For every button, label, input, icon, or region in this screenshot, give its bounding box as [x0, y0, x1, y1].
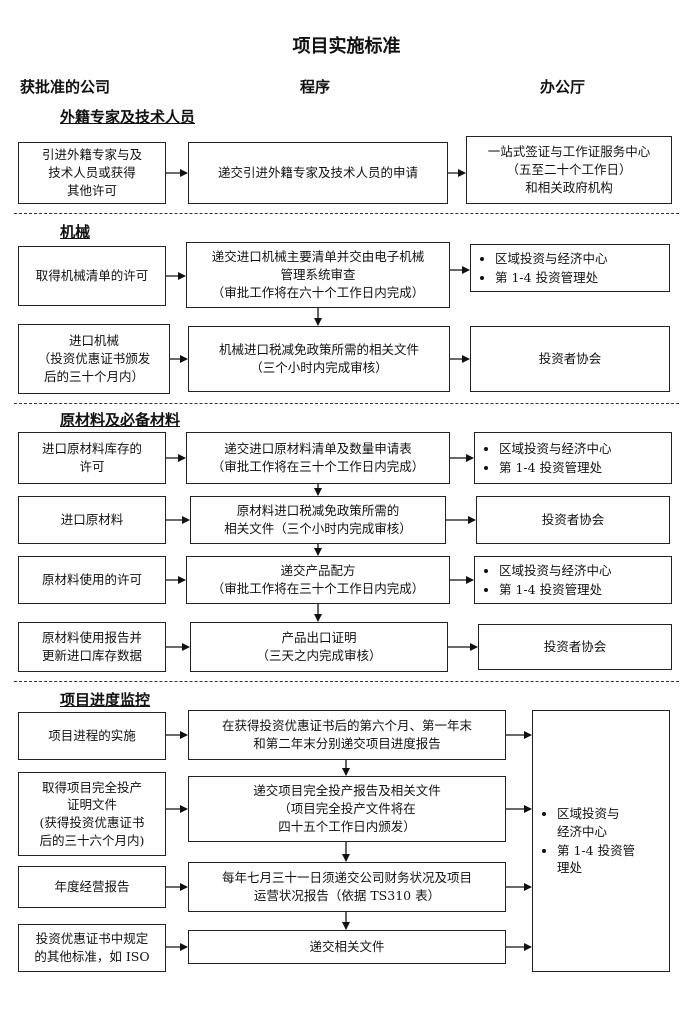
office-text: 投资者协会	[538, 351, 602, 367]
procedure-box-2: 递交进口机械主要清单并交由电子机械 管理系统审查 （审批工作将在六十个工作日内完…	[186, 242, 450, 308]
procedure-box-10: 每年七月三十一日须递交公司财务状况及项目 运营状况报告（依据 TS310 表）	[188, 862, 506, 912]
company-text: 引进外籍专家与及 技术人员或获得 其他许可	[41, 147, 142, 198]
company-box-3: 进口机械 （投资优惠证书颁发 后的三十个月内）	[18, 324, 170, 394]
company-box-4: 进口原材料库存的 许可	[18, 432, 166, 484]
procedure-box-11: 递交相关文件	[188, 930, 506, 964]
office-item: 第 1-4 投资管理处	[499, 459, 612, 477]
procedure-text: 原材料进口税减免政策所需的 相关文件（三个小时内完成审核）	[224, 503, 412, 536]
company-box-2: 取得机械清单的许可	[18, 246, 166, 306]
procedure-text: 产品出口证明 （三天之内完成审核）	[256, 630, 382, 663]
company-box-11: 投资优惠证书中规定 的其他标准，如 ISO	[18, 924, 166, 972]
section-divider	[14, 213, 679, 214]
office-item: 区域投资与 经济中心	[557, 805, 635, 841]
office-item: 第 1-4 投资管理处	[495, 269, 608, 287]
procedure-text: 每年七月三十一日须递交公司财务状况及项目 运营状况报告（依据 TS310 表）	[221, 870, 472, 903]
office-item: 区域投资与经济中心	[495, 250, 608, 268]
company-box-8: 项目进程的实施	[18, 712, 166, 760]
office-list: 区域投资与 经济中心 第 1-4 投资管 理处	[537, 804, 635, 878]
office-text: 投资者协会	[541, 512, 605, 528]
procedure-box-5: 原材料进口税减免政策所需的 相关文件（三个小时内完成审核）	[190, 496, 446, 544]
procedure-text: 递交进口原材料清单及数量申请表 （审批工作将在三十个工作日内完成）	[211, 441, 425, 474]
column-header-office: 办公厅	[540, 78, 586, 96]
office-list: 区域投资与经济中心 第 1-4 投资管理处	[479, 561, 612, 600]
section-divider	[14, 403, 679, 404]
company-box-9: 取得项目完全投产 证明文件 (获得投资优惠证书 后的三十六个月内)	[18, 772, 166, 856]
company-text: 年度经营报告	[54, 879, 130, 895]
procedure-text: 递交产品配方 （审批工作将在三十个工作日内完成）	[211, 563, 425, 596]
procedure-box-3: 机械进口税减免政策所需的相关文件 （三个小时内完成审核）	[188, 326, 450, 392]
section-title-progress-monitoring: 项目进度监控	[60, 691, 151, 709]
company-text: 项目进程的实施	[48, 728, 136, 744]
section-title-foreign-experts: 外籍专家及技术人员	[60, 108, 196, 126]
company-text: 进口原材料	[60, 512, 124, 528]
procedure-text: 递交相关文件	[309, 939, 385, 955]
office-item: 第 1-4 投资管理处	[499, 581, 612, 599]
office-item: 区域投资与经济中心	[499, 440, 612, 458]
office-box-5: 投资者协会	[476, 496, 670, 544]
procedure-box-6: 递交产品配方 （审批工作将在三十个工作日内完成）	[186, 556, 450, 604]
office-box-4: 区域投资与经济中心 第 1-4 投资管理处	[474, 432, 672, 484]
procedure-text: 递交引进外籍专家及技术人员的申请	[217, 165, 418, 181]
company-text: 原材料使用报告并 更新进口库存数据	[41, 630, 142, 663]
company-text: 投资优惠证书中规定 的其他标准，如 ISO	[34, 931, 150, 964]
section-title-machinery: 机械	[60, 223, 91, 241]
office-list: 区域投资与经济中心 第 1-4 投资管理处	[475, 249, 608, 288]
procedure-box-7: 产品出口证明 （三天之内完成审核）	[190, 622, 448, 672]
procedure-box-9: 递交项目完全投产报告及相关文件 （项目完全投产文件将在 四十五个工作日内颁发）	[188, 776, 506, 842]
office-box-7: 投资者协会	[478, 624, 672, 670]
office-text: 一站式签证与工作证服务中心 （五至二十个工作日） 和相关政府机构	[487, 144, 651, 195]
office-box-monitoring: 区域投资与 经济中心 第 1-4 投资管 理处	[532, 710, 670, 972]
office-item: 区域投资与经济中心	[499, 562, 612, 580]
procedure-box-8: 在获得投资优惠证书后的第六个月、第一年末 和第二年末分别递交项目进度报告	[188, 710, 506, 760]
company-box-1: 引进外籍专家与及 技术人员或获得 其他许可	[18, 142, 166, 204]
page-title: 项目实施标准	[292, 36, 401, 57]
company-text: 取得机械清单的许可	[35, 268, 149, 284]
office-text: 投资者协会	[543, 639, 607, 655]
company-text: 原材料使用的许可	[41, 572, 142, 588]
company-text: 进口原材料库存的 许可	[41, 441, 142, 474]
company-box-5: 进口原材料	[18, 496, 166, 544]
section-divider	[14, 681, 679, 682]
company-box-6: 原材料使用的许可	[18, 556, 166, 604]
office-list: 区域投资与经济中心 第 1-4 投资管理处	[479, 439, 612, 478]
office-box-3: 投资者协会	[470, 326, 670, 392]
procedure-text: 在获得投资优惠证书后的第六个月、第一年末 和第二年末分别递交项目进度报告	[221, 718, 472, 751]
office-item: 第 1-4 投资管 理处	[557, 842, 635, 878]
section-title-raw-materials: 原材料及必备材料	[60, 411, 181, 429]
procedure-box-1: 递交引进外籍专家及技术人员的申请	[188, 142, 448, 204]
company-text: 取得项目完全投产 证明文件 (获得投资优惠证书 后的三十六个月内)	[39, 779, 145, 848]
column-header-company: 获批准的公司	[20, 78, 111, 96]
procedure-text: 递交项目完全投产报告及相关文件 （项目完全投产文件将在 四十五个工作日内颁发）	[253, 783, 441, 834]
office-box-6: 区域投资与经济中心 第 1-4 投资管理处	[474, 556, 672, 604]
procedure-box-4: 递交进口原材料清单及数量申请表 （审批工作将在三十个工作日内完成）	[186, 432, 450, 484]
company-text: 进口机械 （投资优惠证书颁发 后的三十个月内）	[37, 333, 151, 384]
office-box-2: 区域投资与经济中心 第 1-4 投资管理处	[470, 244, 670, 292]
procedure-text: 机械进口税减免政策所需的相关文件 （三个小时内完成审核）	[218, 342, 419, 375]
procedure-text: 递交进口机械主要清单并交由电子机械 管理系统审查 （审批工作将在六十个工作日内完…	[211, 249, 425, 300]
company-box-7: 原材料使用报告并 更新进口库存数据	[18, 622, 166, 672]
office-box-1: 一站式签证与工作证服务中心 （五至二十个工作日） 和相关政府机构	[466, 136, 672, 204]
column-header-procedure: 程序	[300, 78, 331, 96]
company-box-10: 年度经营报告	[18, 866, 166, 908]
